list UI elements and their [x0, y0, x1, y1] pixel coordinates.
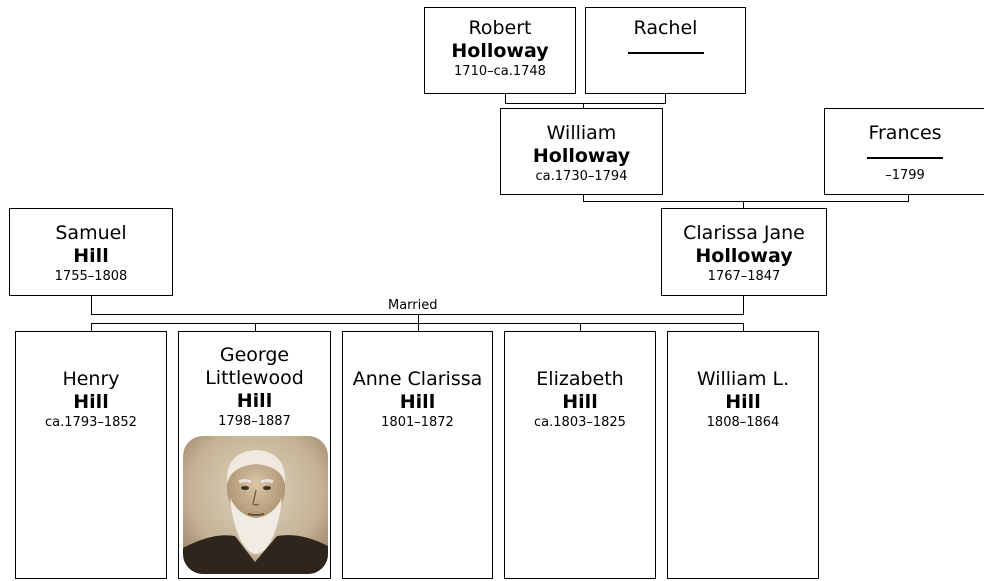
child-drop-line: [91, 323, 92, 331]
person-rachel[interactable]: Rachel: [585, 7, 746, 94]
person-samuel-hill[interactable]: Samuel Hill 1755–1808: [9, 208, 173, 296]
clarissa-marriage-line: [743, 295, 744, 315]
child-drop-line: [255, 323, 256, 331]
given-name: Frances: [868, 122, 942, 144]
life-dates: 1801–1872: [381, 415, 454, 430]
portrait-photo: [183, 436, 328, 574]
marriage-line: [91, 314, 744, 315]
child-george-littlewood-hill[interactable]: George Littlewood Hill 1798–1887: [178, 331, 331, 579]
life-dates: 1808–1864: [706, 415, 780, 430]
life-dates: ca.1730–1794: [535, 169, 628, 184]
given-name: Rachel: [633, 17, 698, 39]
person-william-holloway[interactable]: William Holloway ca.1730–1794: [500, 108, 663, 195]
child-drop-line: [418, 323, 419, 331]
samuel-marriage-line: [91, 294, 92, 315]
child-henry-hill[interactable]: Henry Hill ca.1793–1852: [15, 331, 167, 579]
children-sibling-line: [91, 323, 744, 324]
surname: Hill: [73, 391, 109, 413]
given-name: Henry: [62, 368, 120, 390]
william-frances-line: [583, 193, 584, 202]
robert-rachel-line: [505, 88, 506, 104]
life-dates: 1755–1808: [54, 269, 128, 284]
given-name: Clarissa Jane: [683, 222, 805, 244]
marriage-label: Married: [388, 298, 438, 313]
robert-rachel-line: [505, 103, 666, 104]
unknown-surname-line: [627, 52, 704, 54]
william-frances-line: [583, 201, 909, 202]
surname: Hill: [236, 390, 273, 412]
life-dates: ca.1793–1852: [45, 415, 137, 430]
life-dates: ca.1803–1825: [534, 415, 626, 430]
surname: Hill: [725, 391, 761, 413]
william-frances-line: [908, 193, 909, 202]
given-name: Elizabeth: [536, 368, 624, 390]
clarissa-descent-line: [743, 201, 744, 208]
life-dates: 1710–ca.1748: [454, 64, 546, 79]
person-frances[interactable]: Frances –1799: [824, 108, 984, 195]
given-name: Samuel: [55, 222, 127, 244]
life-dates: –1799: [885, 168, 925, 183]
surname: Hill: [399, 391, 436, 413]
william-descent-line: [583, 103, 584, 109]
child-william-l-hill[interactable]: William L. Hill 1808–1864: [667, 331, 819, 579]
person-robert-holloway[interactable]: Robert Holloway 1710–ca.1748: [424, 7, 576, 94]
given-name-line2: Littlewood: [205, 367, 304, 389]
life-dates: 1767–1847: [707, 269, 781, 284]
person-clarissa-jane-holloway[interactable]: Clarissa Jane Holloway 1767–1847: [661, 208, 827, 296]
surname: Hill: [73, 245, 109, 267]
given-name: William: [546, 122, 617, 144]
surname: Holloway: [451, 40, 549, 62]
robert-rachel-line: [665, 88, 666, 104]
life-dates: 1798–1887: [218, 414, 291, 429]
given-name-line1: George: [219, 344, 290, 366]
surname: Hill: [562, 391, 598, 413]
child-drop-line: [743, 323, 744, 331]
children-descent-line: [418, 314, 419, 324]
given-name: Robert: [468, 17, 532, 39]
given-name: William L.: [696, 368, 790, 390]
child-elizabeth-hill[interactable]: Elizabeth Hill ca.1803–1825: [504, 331, 656, 579]
unknown-surname-line: [867, 157, 943, 159]
given-name: Anne Clarissa: [352, 368, 483, 390]
child-anne-clarissa-hill[interactable]: Anne Clarissa Hill 1801–1872: [342, 331, 493, 579]
child-drop-line: [580, 323, 581, 331]
surname: Holloway: [695, 245, 793, 267]
surname: Holloway: [532, 145, 631, 167]
